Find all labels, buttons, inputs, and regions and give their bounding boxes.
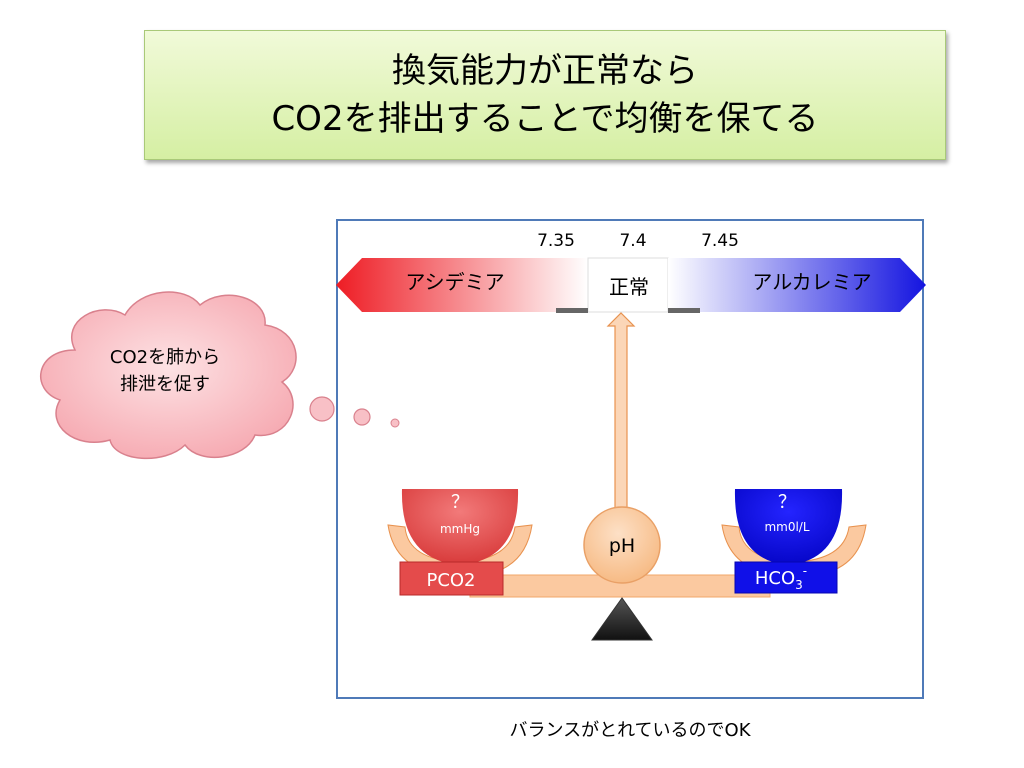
ph-scale-bar (336, 257, 926, 313)
left-pan (387, 489, 533, 596)
hco3-unit: mm0l/L (764, 520, 809, 534)
hco3-label-box (734, 561, 838, 594)
hco3-label-sup: - (803, 564, 807, 578)
title-line-2: CO2を排出することで均衡を保てる (271, 99, 819, 139)
normal-label: 正常 (609, 275, 649, 299)
normal-zone (587, 257, 669, 313)
tick-shadow-right (668, 308, 700, 313)
tick-label-7-35: 7.35 (537, 231, 575, 251)
hco3-label: HCO3- (755, 564, 807, 592)
caption: バランスがとれているのでOK (509, 720, 751, 741)
hco3-value: ？ (778, 492, 796, 513)
acidemia-label: アシデミア (405, 270, 504, 294)
hco3-bowl (734, 489, 843, 565)
alkalemia-label: アルカレミア (752, 270, 871, 294)
tick-label-7-4: 7.4 (619, 231, 646, 251)
pco2-label: PCO2 (426, 570, 475, 591)
tick-label-7-45: 7.45 (701, 231, 739, 251)
pco2-unit: mmHg (440, 522, 480, 536)
hco3-label-sub: 3 (795, 578, 803, 592)
hco3-label-main: HCO (755, 568, 795, 589)
pco2-bowl (401, 489, 519, 565)
right-pan (721, 489, 867, 594)
thought-cloud (40, 291, 400, 460)
cloud-line-1: CO2を肺から (109, 347, 221, 368)
tick-shadow-left (556, 308, 588, 313)
title-banner: 換気能力が正常なら CO2を排出することで均衡を保てる (144, 30, 946, 160)
cloud-line-2: 排泄を促す (120, 374, 210, 395)
pco2-label-box (399, 561, 504, 596)
acidemia-arrow (336, 258, 588, 312)
fulcrum-triangle (591, 597, 653, 641)
alkalemia-arrow (668, 258, 926, 312)
pco2-value: ？ (451, 492, 469, 513)
ph-label: pH (609, 535, 635, 557)
title-line-1: 換気能力が正常なら (392, 51, 698, 91)
cloud-text: CO2を肺から 排泄を促す (70, 344, 260, 398)
ph-pointer-arrow (606, 312, 636, 511)
ph-ball (583, 506, 661, 584)
